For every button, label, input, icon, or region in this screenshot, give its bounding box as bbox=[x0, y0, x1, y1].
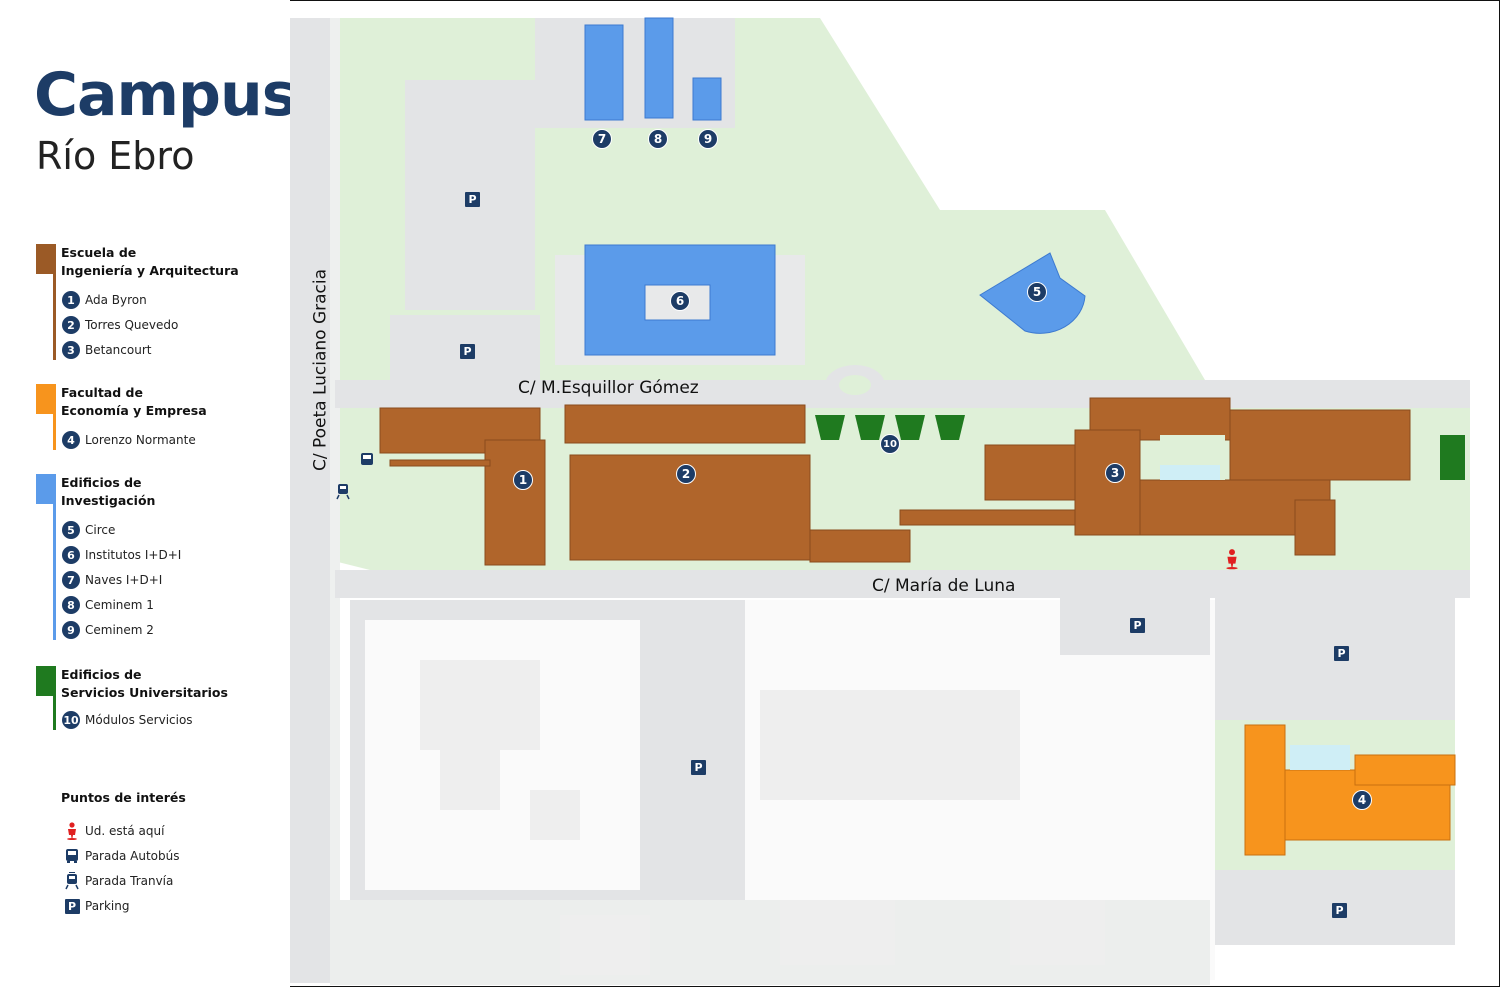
legend-item[interactable]: 4 Lorenzo Normante bbox=[62, 430, 196, 450]
parking-icon[interactable]: P bbox=[691, 760, 706, 775]
parking-icon[interactable]: P bbox=[460, 344, 475, 359]
building-corridor bbox=[809, 529, 911, 563]
poi-label: Parada Tranvía bbox=[85, 874, 174, 888]
legend-item[interactable]: 2 Torres Quevedo bbox=[62, 315, 178, 335]
legend-item[interactable]: 3 Betancourt bbox=[62, 340, 151, 360]
legend-item-label: Ceminem 1 bbox=[85, 598, 154, 612]
legend-item-label: Ada Byron bbox=[85, 293, 147, 307]
poi-label: Parada Autobús bbox=[85, 849, 180, 863]
bus-stop-icon[interactable] bbox=[360, 452, 374, 472]
legend-heading: Edificios de Servicios Universitarios bbox=[61, 667, 228, 700]
street-esquillor-label: C/ M.Esquillor Gómez bbox=[518, 378, 699, 398]
number-badge: 7 bbox=[62, 571, 80, 589]
tram-stop-icon[interactable] bbox=[336, 482, 350, 504]
poi-label: Parking bbox=[85, 899, 130, 913]
legend-panel: Campus Río Ebro Escuela de Ingeniería y … bbox=[0, 0, 297, 987]
number-badge: 10 bbox=[62, 711, 80, 729]
you-are-here-icon bbox=[64, 822, 80, 840]
parking-icon[interactable]: P bbox=[465, 192, 480, 207]
number-badge: 2 bbox=[62, 316, 80, 334]
building-9 bbox=[692, 77, 722, 121]
legend-color-green bbox=[36, 666, 56, 696]
legend-item-label: Naves I+D+I bbox=[85, 573, 163, 587]
road-median bbox=[330, 18, 340, 983]
parking-lot-3 bbox=[650, 600, 745, 900]
poi-label: Ud. está aquí bbox=[85, 824, 165, 838]
building-marker-4[interactable]: 4 bbox=[1352, 790, 1372, 810]
parking-icon[interactable]: P bbox=[1130, 618, 1145, 633]
building-marker-3[interactable]: 3 bbox=[1105, 463, 1125, 483]
legend-heading: Edificios de Investigación bbox=[61, 475, 156, 508]
building-marker-1[interactable]: 1 bbox=[513, 470, 533, 490]
building-4-wing bbox=[1244, 724, 1286, 856]
module-service bbox=[855, 415, 885, 440]
parking-icon[interactable]: P bbox=[1332, 903, 1347, 918]
legend-item-label: Institutos I+D+I bbox=[85, 548, 182, 562]
number-badge: 3 bbox=[62, 341, 80, 359]
you-are-here-marker bbox=[1224, 548, 1240, 574]
legend-item[interactable]: 1 Ada Byron bbox=[62, 290, 147, 310]
legend-color-orange bbox=[36, 384, 56, 414]
tram-icon bbox=[64, 872, 80, 890]
parking-icon: P bbox=[64, 898, 80, 914]
legend-item-label: Betancourt bbox=[85, 343, 152, 357]
road-poeta bbox=[290, 18, 330, 983]
building-7 bbox=[584, 24, 624, 121]
building-marker-2[interactable]: 2 bbox=[676, 464, 696, 484]
legend-item-label: Lorenzo Normante bbox=[85, 433, 196, 447]
poi-item[interactable]: Ud. está aquí bbox=[64, 821, 164, 841]
legend-item[interactable]: 6 Institutos I+D+I bbox=[62, 545, 181, 565]
poi-item[interactable]: Parada Autobús bbox=[64, 846, 179, 866]
legend-item-label: Torres Quevedo bbox=[85, 318, 179, 332]
building-8 bbox=[644, 17, 674, 119]
building-marker-10[interactable]: 10 bbox=[880, 434, 900, 454]
legend-item-label: Ceminem 2 bbox=[85, 623, 154, 637]
street-maria-label: C/ María de Luna bbox=[872, 576, 1016, 596]
building-marker-8[interactable]: 8 bbox=[648, 129, 668, 149]
legend-item[interactable]: 5 Circe bbox=[62, 520, 115, 540]
campus-subtitle: Río Ebro bbox=[36, 134, 195, 178]
number-badge: 8 bbox=[62, 596, 80, 614]
street-poeta-label: C/ Poeta Luciano Gracia bbox=[310, 268, 331, 472]
building-marker-7[interactable]: 7 bbox=[592, 129, 612, 149]
road-esquillor bbox=[335, 380, 1470, 408]
legend-item-label: Módulos Servicios bbox=[85, 713, 193, 727]
legend-item[interactable]: 9 Ceminem 2 bbox=[62, 620, 154, 640]
legend-color-brown bbox=[36, 244, 56, 274]
legend-item[interactable]: 8 Ceminem 1 bbox=[62, 595, 154, 615]
building-2-north bbox=[564, 404, 806, 444]
poi-item[interactable]: P Parking bbox=[64, 896, 130, 916]
parking-icon[interactable]: P bbox=[1334, 646, 1349, 661]
campus-title: Campus bbox=[34, 60, 297, 130]
module-service bbox=[935, 415, 965, 440]
module-service bbox=[895, 415, 925, 440]
module-service-east bbox=[1440, 435, 1465, 480]
building-1 bbox=[484, 439, 546, 566]
legend-item[interactable]: 10 Módulos Servicios bbox=[62, 710, 193, 730]
building-marker-9[interactable]: 9 bbox=[698, 129, 718, 149]
legend-line bbox=[53, 694, 56, 730]
legend-line bbox=[53, 502, 56, 640]
building-marker-5[interactable]: 5 bbox=[1027, 282, 1047, 302]
number-badge: 4 bbox=[62, 431, 80, 449]
legend-line bbox=[53, 412, 56, 450]
poi-heading: Puntos de interés bbox=[61, 790, 186, 805]
campus-map[interactable]: C/ M.Esquillor Gómez C/ María de Luna C/… bbox=[290, 0, 1500, 987]
legend-line bbox=[53, 272, 56, 360]
building-marker-6[interactable]: 6 bbox=[670, 291, 690, 311]
bus-icon bbox=[64, 848, 80, 864]
number-badge: 9 bbox=[62, 621, 80, 639]
number-badge: 1 bbox=[62, 291, 80, 309]
poi-item[interactable]: Parada Tranvía bbox=[64, 871, 173, 891]
legend-heading: Facultad de Economía y Empresa bbox=[61, 385, 207, 418]
map-canvas bbox=[290, 17, 1470, 985]
legend-heading: Escuela de Ingeniería y Arquitectura bbox=[61, 245, 239, 278]
module-service bbox=[815, 415, 845, 440]
legend-color-blue bbox=[36, 474, 56, 504]
number-badge: 6 bbox=[62, 546, 80, 564]
building-6 bbox=[584, 244, 776, 356]
legend-item[interactable]: 7 Naves I+D+I bbox=[62, 570, 162, 590]
number-badge: 5 bbox=[62, 521, 80, 539]
legend-item-label: Circe bbox=[85, 523, 116, 537]
